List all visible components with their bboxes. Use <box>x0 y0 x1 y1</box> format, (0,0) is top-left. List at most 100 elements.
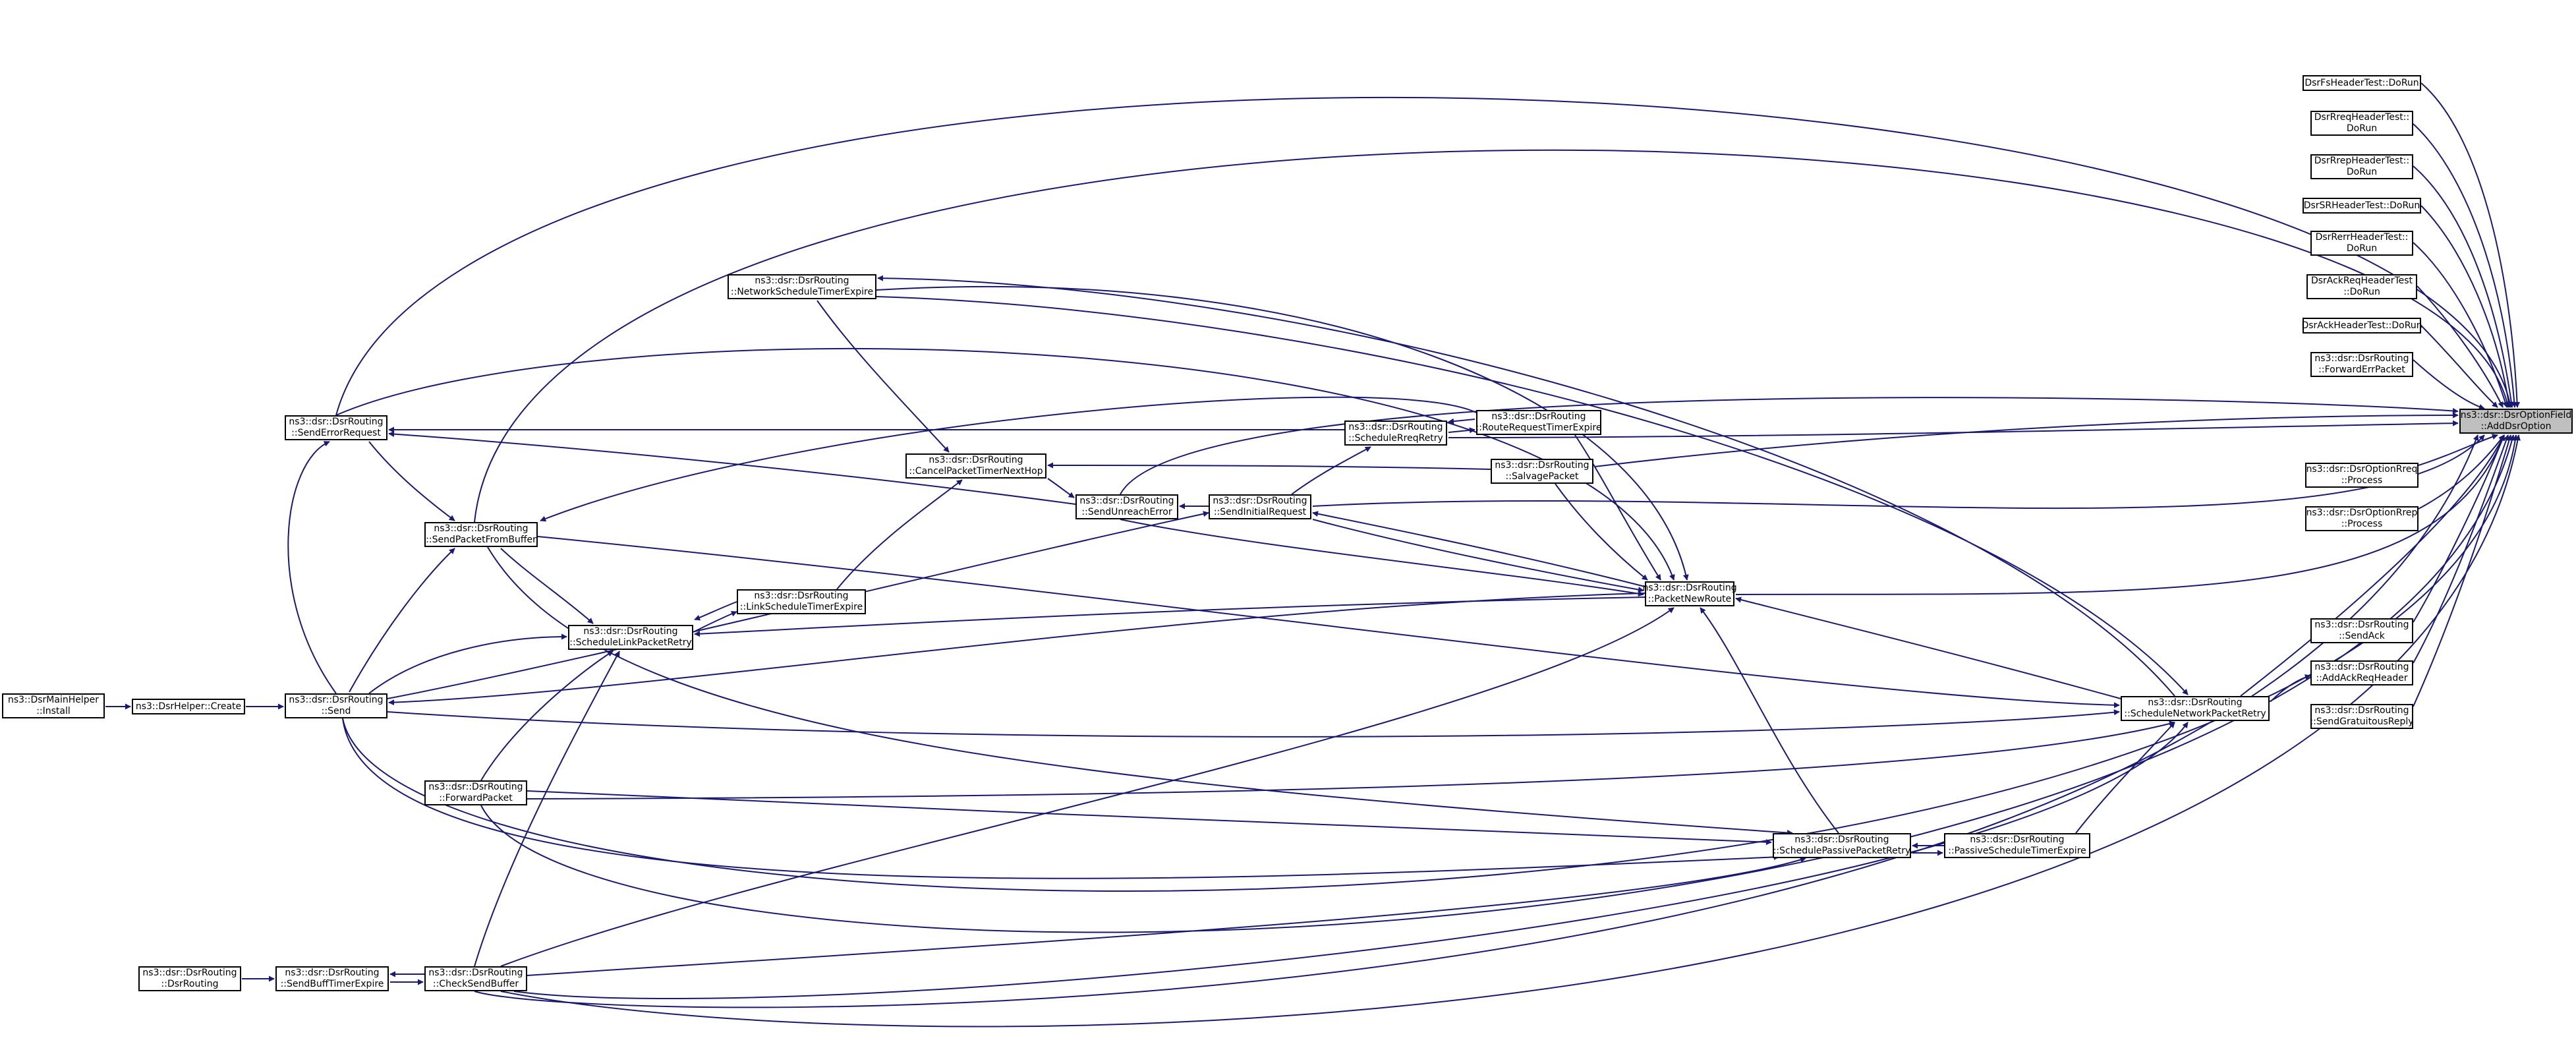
node-check-send-buffer[interactable]: ns3::dsr::DsrRouting::CheckSendBuffer <box>424 966 527 991</box>
node-label-line: ns3::dsr::DsrRouting <box>1213 496 1307 506</box>
node-label-line: DsrAckReqHeaderTest <box>2310 276 2413 286</box>
edge-forwardpacket-to-schedulelinkpacketretry <box>480 651 614 781</box>
edge-packetnewroute-to-addoption <box>1735 434 2505 595</box>
node-dsroptionrrep-process[interactable]: ns3::dsr::DsrOptionRrep::Process <box>2305 506 2419 531</box>
edge-checksendbuffer-to-senderrorrequest <box>474 434 2479 1008</box>
edge-packetnewroute-to-schedulelinkpacketretry <box>694 596 1646 637</box>
node-label-line: ::ScheduleNetworkPacketRetry <box>2124 709 2266 719</box>
node-send-unreach-error[interactable]: ns3::dsr::DsrRouting::SendUnreachError <box>1075 494 1178 519</box>
edge-senderrorrequest-to-addoption <box>335 96 2513 416</box>
node-cancel-packet-timer-next-hop[interactable]: ns3::dsr::DsrRouting::CancelPacketTimerN… <box>905 453 1046 479</box>
node-label-line: ::SendUnreachError <box>1081 507 1172 517</box>
node-forward-packet[interactable]: ns3::dsr::DsrRouting::ForwardPacket <box>424 780 527 805</box>
node-send-ack[interactable]: ns3::dsr::DsrRouting::SendAck <box>2310 618 2413 643</box>
edge-salvagepacket-to-addoption <box>1594 412 2459 467</box>
node-schedule-network-packet-retry[interactable]: ns3::dsr::DsrRouting::ScheduleNetworkPac… <box>2121 696 2270 721</box>
node-link-schedule-timer-expire[interactable]: ns3::dsr::DsrRouting::LinkScheduleTimerE… <box>737 589 866 614</box>
node-label-line: ::SendGratuitousReply <box>2310 716 2414 727</box>
node-send[interactable]: ns3::dsr::DsrRouting::Send <box>285 693 387 718</box>
edge-dsroptionrrep_process-to-addoption <box>2418 434 2505 509</box>
node-label-line: ns3::dsr::DsrRouting <box>1495 460 1589 471</box>
edge-networkscheduletimerexpire-to-packetnewroute <box>876 285 1689 581</box>
node-label-line: DsrFsHeaderTest::DoRun <box>2304 77 2419 88</box>
edge-senderrorrequest-to-sendpacketfrombuffer <box>368 441 455 521</box>
node-send-packet-from-buffer[interactable]: ns3::dsr::DsrRouting::SendPacketFromBuff… <box>424 522 538 547</box>
node-label-line: ns3::dsr::DsrRouting <box>289 695 384 705</box>
node-label-line: DoRun <box>2346 167 2378 177</box>
node-label-line: ::Install <box>36 706 71 716</box>
node-label-line: ::Process <box>2341 519 2383 529</box>
node-schedule-link-packet-retry[interactable]: ns3::dsr::DsrRouting::ScheduleLinkPacket… <box>568 625 693 650</box>
node-label-line: DsrSRHeaderTest::DoRun <box>2303 200 2420 211</box>
node-label-line: ns3::dsr::DsrOptionRrep <box>2306 508 2418 518</box>
node-label-line: ::SalvagePacket <box>1505 471 1579 482</box>
node-label-line: ::NetworkScheduleTimerExpire <box>730 287 874 297</box>
node-label-line: ns3::dsr::DsrRouting <box>142 968 237 978</box>
node-label-line: ns3::dsr::DsrRouting <box>434 523 529 534</box>
node-label-line: ns3::dsr::DsrOptionField <box>2460 410 2572 421</box>
edge-send-to-schedulepassivepacketretry <box>342 718 1780 879</box>
edge-sendpacketfrombuffer-to-schedulelinkpacketretry <box>500 548 594 624</box>
node-label-line: ::PacketNewRoute <box>1647 594 1732 604</box>
node-send-gratuitous-reply[interactable]: ns3::dsr::DsrRouting::SendGratuitousRepl… <box>2310 704 2414 729</box>
node-label-line: ::DoRun <box>2343 287 2380 297</box>
node-label-line: DoRun <box>2346 123 2378 134</box>
node-label-line: ::CheckSendBuffer <box>432 979 519 989</box>
node-rreq-header-test[interactable]: DsrRreqHeaderTest::DoRun <box>2310 111 2413 136</box>
edge-sendinitialrequest-to-packetnewroute <box>1312 519 1644 593</box>
node-add-dsr-option[interactable]: ns3::dsr::DsrOptionField::AddDsrOption <box>2459 409 2573 434</box>
node-network-schedule-timer-expire[interactable]: ns3::dsr::DsrRouting::NetworkScheduleTim… <box>728 274 876 299</box>
node-label-line: ns3::dsr::DsrRouting <box>285 968 380 978</box>
node-helper-create[interactable]: ns3::DsrHelper::Create <box>132 699 245 714</box>
node-fs-header-test[interactable]: DsrFsHeaderTest::DoRun <box>2303 75 2421 91</box>
node-packet-new-route[interactable]: ns3::dsr::DsrRouting::PacketNewRoute <box>1642 581 1737 606</box>
node-label-line: ns3::dsr::DsrRouting <box>428 782 523 792</box>
edge-ackreqheadertest-to-addoption <box>2417 285 2504 408</box>
node-label-line: DsrRreqHeaderTest:: <box>2314 112 2410 123</box>
node-label-line: ns3::DsrMainHelper <box>7 695 100 705</box>
node-ack-header-test[interactable]: DsrAckHeaderTest::DoRun <box>2301 318 2422 334</box>
node-schedule-passive-packet-retry[interactable]: ns3::dsr::DsrRouting::SchedulePassivePac… <box>1773 833 1911 858</box>
node-label-line: ::AddAckReqHeader <box>2316 673 2408 683</box>
edge-cancelpackettimernexthop-to-sendunreacherror <box>1047 478 1075 498</box>
edge-ackheadertest-to-addoption <box>2420 325 2498 408</box>
edge-forwarderrpacket-to-addoption <box>2413 359 2485 410</box>
node-label-line: ::SendPacketFromBuffer <box>426 535 536 545</box>
edge-checksendbuffer-to-schedulepassivepacketretry <box>527 857 1806 976</box>
edge-schedulenetworkpacketretry-to-packetnewroute <box>1735 596 2121 699</box>
node-route-request-timer-expire[interactable]: ns3::dsr::DsrRouting::RouteRequestTimerE… <box>1476 410 1601 435</box>
node-label-line: ns3::dsr::DsrRouting <box>2314 353 2409 364</box>
node-rerr-header-test[interactable]: DsrRerrHeaderTest::DoRun <box>2310 231 2413 256</box>
node-label-line: ::RouteRequestTimerExpire <box>1475 422 1602 433</box>
node-send-error-request[interactable]: ns3::dsr::DsrRouting::SendErrorRequest <box>285 415 387 440</box>
node-label-line: ns3::dsr::DsrRouting <box>1642 583 1737 593</box>
node-forward-err-packet[interactable]: ns3::dsr::DsrRouting::ForwardErrPacket <box>2310 352 2413 377</box>
node-dsroptionrreq-process[interactable]: ns3::dsr::DsrOptionRreq::Process <box>2305 463 2419 488</box>
edge-sendack-to-addoption <box>2413 434 2505 623</box>
node-mainhelper-install[interactable]: ns3::DsrMainHelper::Install <box>2 693 105 718</box>
node-label-line: ::Send <box>321 706 351 716</box>
node-schedule-rreq-retry[interactable]: ns3::dsr::DsrRouting::ScheduleRreqRetry <box>1344 421 1447 446</box>
node-send-buff-timer-expire[interactable]: ns3::dsr::DsrRouting::SendBuffTimerExpir… <box>275 966 389 991</box>
edge-schedulerreqretry-to-addoption <box>1448 420 2459 438</box>
edge-dsroptionrreq_process-to-addoption <box>2418 434 2498 466</box>
edges-layer <box>105 82 2521 1028</box>
node-passive-schedule-timer-expire[interactable]: ns3::dsr::DsrRouting::PassiveScheduleTim… <box>1944 833 2090 858</box>
edge-passivescheduletimerexpire-to-schedulenetworkpacketretry <box>2075 722 2175 834</box>
edge-send-to-addoption <box>342 434 2519 892</box>
node-label-line: ns3::dsr::DsrRouting <box>2314 662 2409 672</box>
edge-sendpacketfrombuffer-to-schedulenetworkpacketretry <box>537 536 2120 709</box>
edge-salvagepacket-to-packetnewroute <box>1555 483 1648 581</box>
edge-schedulenetworkpacketretry-to-networkscheduletimerexpire <box>877 275 2175 697</box>
node-ack-req-header-test[interactable]: DsrAckReqHeaderTest::DoRun <box>2306 274 2417 299</box>
node-label-line: ns3::dsr::DsrRouting <box>2314 620 2409 630</box>
node-rrep-header-test[interactable]: DsrRrepHeaderTest::DoRun <box>2310 154 2413 179</box>
node-dsrrouting-constructor[interactable]: ns3::dsr::DsrRouting::DsrRouting <box>138 966 241 991</box>
node-send-initial-request[interactable]: ns3::dsr::DsrRouting::SendInitialRequest <box>1209 494 1311 519</box>
node-sr-header-test[interactable]: DsrSRHeaderTest::DoRun <box>2303 198 2421 214</box>
node-add-ack-req-header[interactable]: ns3::dsr::DsrRouting::AddAckReqHeader <box>2310 660 2413 685</box>
edge-send-to-sendpacketfrombuffer <box>349 548 455 693</box>
node-salvage-packet[interactable]: ns3::dsr::DsrRouting::SalvagePacket <box>1491 459 1593 484</box>
node-label-line: ::SchedulePassivePacketRetry <box>1773 846 1911 856</box>
